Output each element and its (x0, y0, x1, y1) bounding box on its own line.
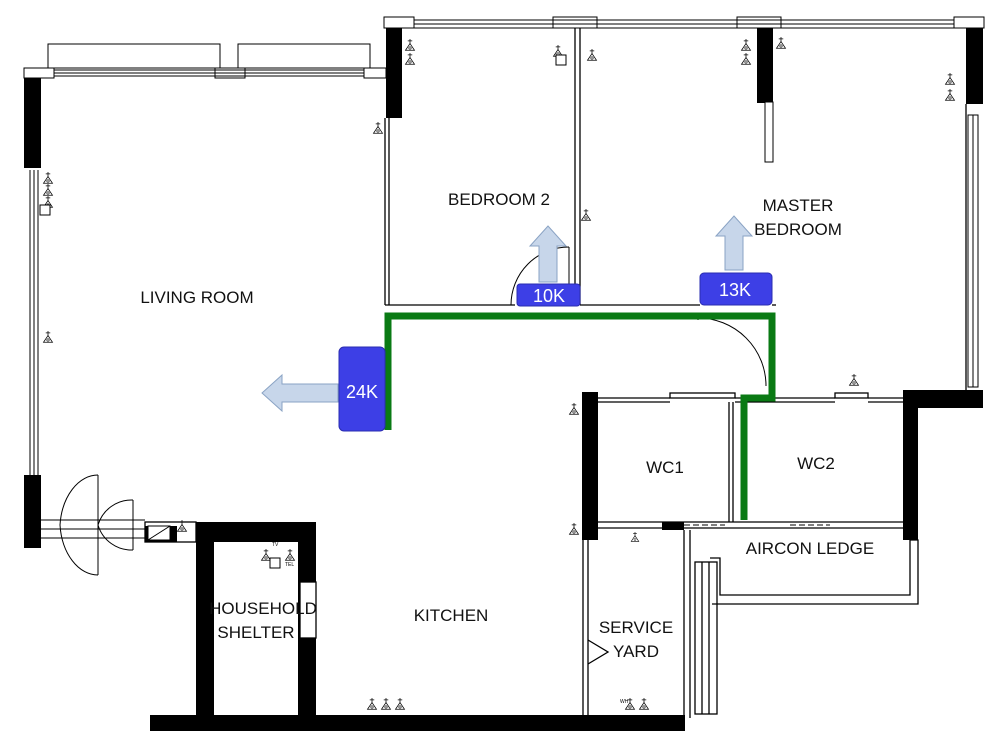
structural-walls (24, 28, 983, 731)
aircon-capacity-bedroom2: 10K (533, 286, 565, 306)
arrow-up-icon (528, 225, 568, 283)
room-label-kitchen: KITCHEN (414, 606, 489, 625)
room-label-service-2: YARD (613, 642, 659, 661)
room-label-service-1: SERVICE (599, 618, 673, 637)
interior-walls (144, 28, 967, 718)
room-label-master-1: MASTER (763, 196, 834, 215)
tv-point-label: TV (272, 542, 279, 548)
room-label-aircon-ledge: AIRCON LEDGE (746, 539, 874, 558)
room-label-shelter-2: SHELTER (217, 623, 294, 642)
airflow-arrows (261, 215, 754, 413)
room-label-living: LIVING ROOM (140, 288, 253, 307)
tel-point-label: TEL (285, 562, 294, 568)
room-labels: BEDROOM 2 MASTER BEDROOM LIVING ROOM WC1… (140, 190, 874, 661)
aircon-unit-master[interactable] (699, 272, 773, 306)
aircon-unit-living[interactable] (338, 346, 386, 432)
room-label-master-2: BEDROOM (754, 220, 842, 239)
aircon-capacity-master: 13K (719, 280, 751, 300)
arrow-up-icon (714, 215, 754, 271)
aircon-unit-bedroom2[interactable] (516, 283, 581, 307)
room-label-wc2: WC2 (797, 454, 835, 473)
aircon-units: 24K 10K 13K (338, 272, 773, 432)
electrical-fixtures: TV TEL WH (39, 36, 955, 710)
window-frames (23, 16, 985, 475)
water-heater-label: WH (620, 699, 629, 705)
room-label-shelter-1: HOUSEHOLD (209, 599, 317, 618)
room-label-wc1: WC1 (646, 458, 684, 477)
arrow-left-icon (261, 373, 339, 413)
aircon-capacity-living: 24K (346, 382, 378, 402)
aircon-pipe-route (384, 312, 776, 520)
room-label-bedroom2: BEDROOM 2 (448, 190, 550, 209)
